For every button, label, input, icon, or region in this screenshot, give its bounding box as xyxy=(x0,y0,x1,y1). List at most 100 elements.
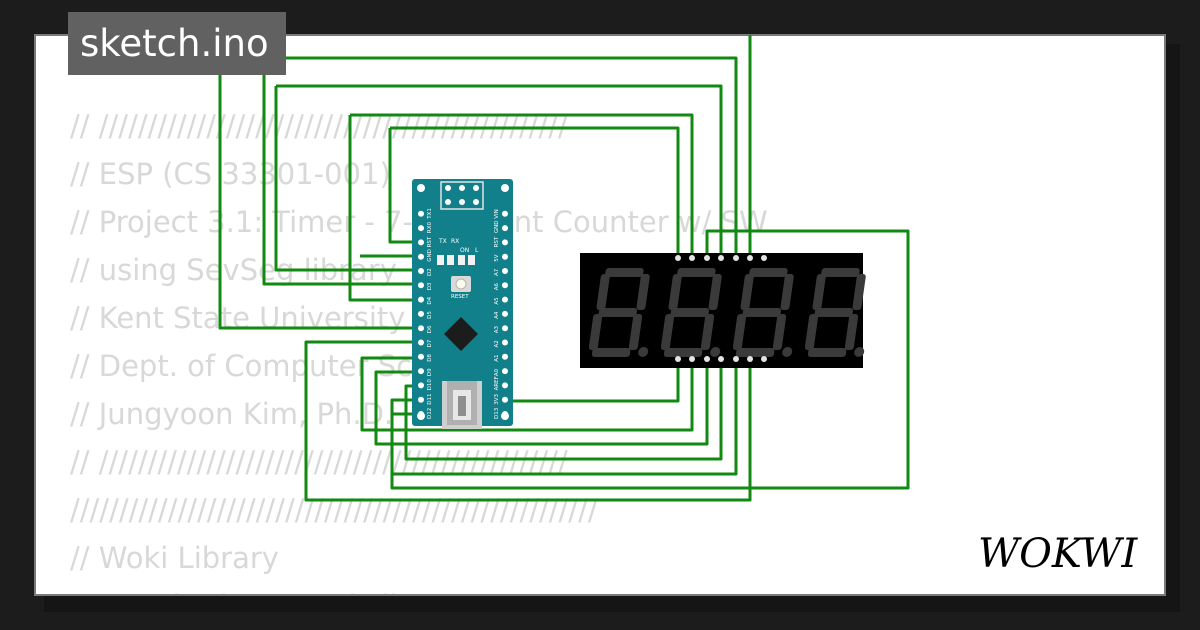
pin-header-left xyxy=(418,210,424,417)
pin-label: A3 xyxy=(494,325,500,333)
pin-header-right xyxy=(502,210,508,417)
wire xyxy=(304,340,752,502)
segment xyxy=(807,348,847,357)
pin-d8 xyxy=(418,353,424,360)
pin-a2 xyxy=(502,339,508,346)
wire xyxy=(390,359,738,476)
pin-label: A2 xyxy=(494,340,500,347)
wokwi-logo: WOKWI xyxy=(978,531,1138,577)
pin-a4 xyxy=(502,310,508,317)
led-label: RX xyxy=(451,238,459,245)
wire xyxy=(262,58,421,286)
segment xyxy=(588,314,603,350)
display-pin xyxy=(733,255,739,261)
icsp-header xyxy=(440,181,484,210)
pin-d9 xyxy=(418,368,424,375)
wire xyxy=(360,356,694,432)
pin-d13 xyxy=(502,411,508,417)
segment xyxy=(742,308,781,317)
display-pin xyxy=(718,255,724,261)
pin-a1 xyxy=(502,353,508,360)
pin-label: A7 xyxy=(494,268,500,276)
pin-label: D2 xyxy=(427,268,433,276)
pcb xyxy=(412,179,513,426)
pin-label: RX0 xyxy=(427,222,433,234)
code-line: // Woki Library xyxy=(70,541,279,575)
led xyxy=(447,255,454,265)
segment xyxy=(844,314,859,350)
arduino-nano-board: D12D11D10D9D8D7D6D5D4D3D2GNDRSTRX0TX1D13… xyxy=(412,179,513,429)
mount-hole xyxy=(417,184,425,192)
wire xyxy=(350,113,694,257)
icsp-pins xyxy=(445,185,479,205)
display-pin xyxy=(704,356,710,362)
microcontroller-chip xyxy=(444,317,478,351)
segment xyxy=(772,314,787,350)
decimal-point xyxy=(782,347,793,357)
pin-label: A5 xyxy=(494,297,500,305)
pin-d4 xyxy=(418,296,424,303)
pin-a3 xyxy=(502,325,508,332)
pin-label: D12 xyxy=(427,408,433,419)
pin-d12 xyxy=(418,411,424,417)
led-label: L xyxy=(475,247,479,254)
led-label: ON xyxy=(460,247,469,254)
pin-label: D9 xyxy=(427,368,433,376)
reset-label: RESET xyxy=(451,294,469,300)
pin-a6 xyxy=(502,282,508,289)
segment xyxy=(852,274,866,310)
pin-label: D4 xyxy=(427,296,433,304)
pin-d11 xyxy=(418,396,424,403)
pin-rst xyxy=(418,239,424,246)
display-pin xyxy=(718,356,724,362)
pin-vin xyxy=(502,210,508,217)
display-pin xyxy=(704,255,710,261)
segment xyxy=(663,348,703,357)
pin-label: TX1 xyxy=(427,208,433,220)
pin-label: D5 xyxy=(427,311,433,319)
segment xyxy=(596,274,610,310)
pin-d3 xyxy=(418,282,424,289)
wire xyxy=(348,115,421,302)
digit xyxy=(660,268,722,357)
pin-label: D13 xyxy=(494,407,500,419)
file-tab[interactable]: sketch.ino xyxy=(68,12,286,75)
pin-gnd xyxy=(502,225,508,232)
segment xyxy=(677,268,716,277)
svg-text:WOKWI: WOKWI xyxy=(978,531,1138,577)
wire xyxy=(264,56,738,257)
pin-d6 xyxy=(418,325,424,332)
wire xyxy=(390,126,680,257)
pin-label: GND xyxy=(494,220,500,233)
code-line: // Project 3.1: Timer - 7-Segment Counte… xyxy=(70,205,768,239)
segment xyxy=(749,268,788,277)
decimal-point xyxy=(710,347,721,357)
display-pin xyxy=(675,356,681,362)
pin-gnd xyxy=(418,253,424,260)
segment xyxy=(804,314,819,350)
pin-label: RST xyxy=(494,236,500,247)
segment xyxy=(780,274,794,310)
segment xyxy=(598,308,637,317)
segment xyxy=(708,274,722,310)
segment xyxy=(636,274,650,310)
pin-label: 5V xyxy=(494,254,500,261)
digit xyxy=(588,268,650,357)
pin-d2 xyxy=(418,268,424,274)
pin-a7 xyxy=(502,268,508,274)
reset-button xyxy=(451,276,471,292)
segment xyxy=(591,348,631,357)
pin-label: D3 xyxy=(427,282,433,290)
code-line: // Required external Lib xyxy=(70,582,768,594)
segment xyxy=(670,308,709,317)
pin-label: AREF xyxy=(494,376,500,390)
pin-d5 xyxy=(418,310,424,317)
wire xyxy=(374,359,709,446)
led xyxy=(437,255,444,265)
segment xyxy=(732,314,747,350)
wire xyxy=(388,128,421,244)
digit xyxy=(732,268,794,357)
wires xyxy=(218,35,910,502)
display-pin xyxy=(761,356,767,362)
